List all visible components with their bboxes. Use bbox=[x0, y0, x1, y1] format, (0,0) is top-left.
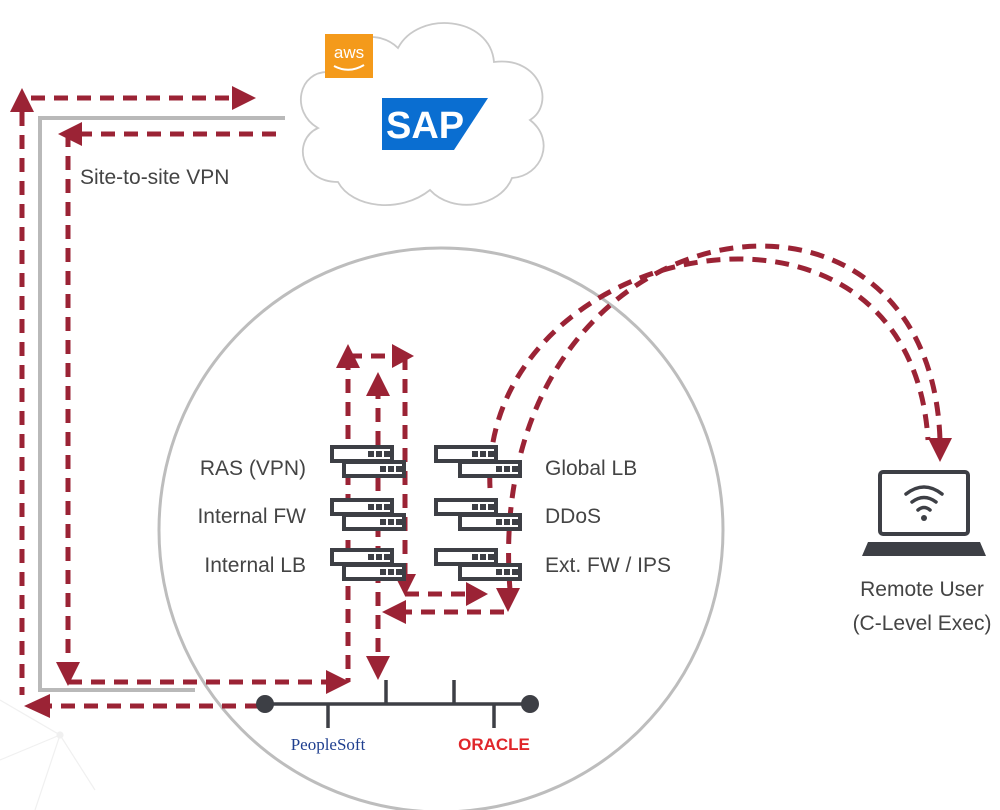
device-label-ext-fw-ips: Ext. FW / IPS bbox=[545, 554, 671, 577]
arrow-left bbox=[382, 600, 406, 624]
bus-endpoint bbox=[256, 695, 274, 713]
remote-user-label: Remote User bbox=[860, 578, 984, 601]
arrow-down bbox=[56, 662, 80, 686]
flow-arrowheads bbox=[10, 86, 952, 718]
arrow-right bbox=[466, 582, 488, 606]
arrow-down bbox=[496, 588, 520, 612]
server-rack-icon bbox=[434, 498, 522, 531]
site-to-site-vpn-label: Site-to-site VPN bbox=[80, 166, 229, 189]
decorative-lines bbox=[0, 699, 96, 810]
arrow-left bbox=[58, 122, 82, 146]
server-rack-icon bbox=[434, 548, 522, 581]
server-rack-right bbox=[434, 445, 522, 581]
server-rack-icon bbox=[330, 498, 406, 531]
arrow-down bbox=[366, 656, 390, 680]
site-to-site-link bbox=[38, 116, 285, 692]
arrow-right bbox=[232, 86, 256, 110]
device-label-ras-vpn: RAS (VPN) bbox=[200, 457, 306, 480]
arrow-right bbox=[392, 344, 414, 368]
arrow-right bbox=[326, 670, 350, 694]
server-rack-left bbox=[330, 445, 406, 581]
device-label-internal-fw: Internal FW bbox=[197, 505, 306, 528]
remote-user-role-label: (C-Level Exec) bbox=[853, 612, 992, 635]
peoplesoft-logo: PeopleSoft bbox=[291, 735, 366, 754]
network-bus bbox=[256, 680, 539, 728]
bus-endpoint bbox=[521, 695, 539, 713]
sap-logo-text: SAP bbox=[386, 105, 464, 147]
device-label-ddos: DDoS bbox=[545, 505, 601, 528]
server-rack-icon bbox=[330, 548, 406, 581]
server-rack-icon bbox=[434, 445, 522, 478]
arrow-down bbox=[928, 438, 952, 462]
device-label-internal-lb: Internal LB bbox=[204, 554, 306, 577]
arrow-up bbox=[336, 344, 360, 368]
datacenter-circle bbox=[157, 246, 725, 810]
oracle-logo: ORACLE bbox=[458, 735, 530, 754]
laptop-icon bbox=[862, 470, 986, 556]
aws-logo-text: aws bbox=[334, 43, 364, 62]
aws-logo: aws bbox=[325, 34, 373, 78]
sap-logo: SAP bbox=[382, 98, 488, 150]
arrow-left bbox=[24, 694, 50, 718]
arrow-up bbox=[10, 88, 34, 112]
wifi-icon bbox=[904, 485, 944, 512]
server-rack-icon bbox=[330, 445, 406, 478]
device-label-global-lb: Global LB bbox=[545, 457, 637, 480]
arrow-up bbox=[366, 372, 390, 396]
